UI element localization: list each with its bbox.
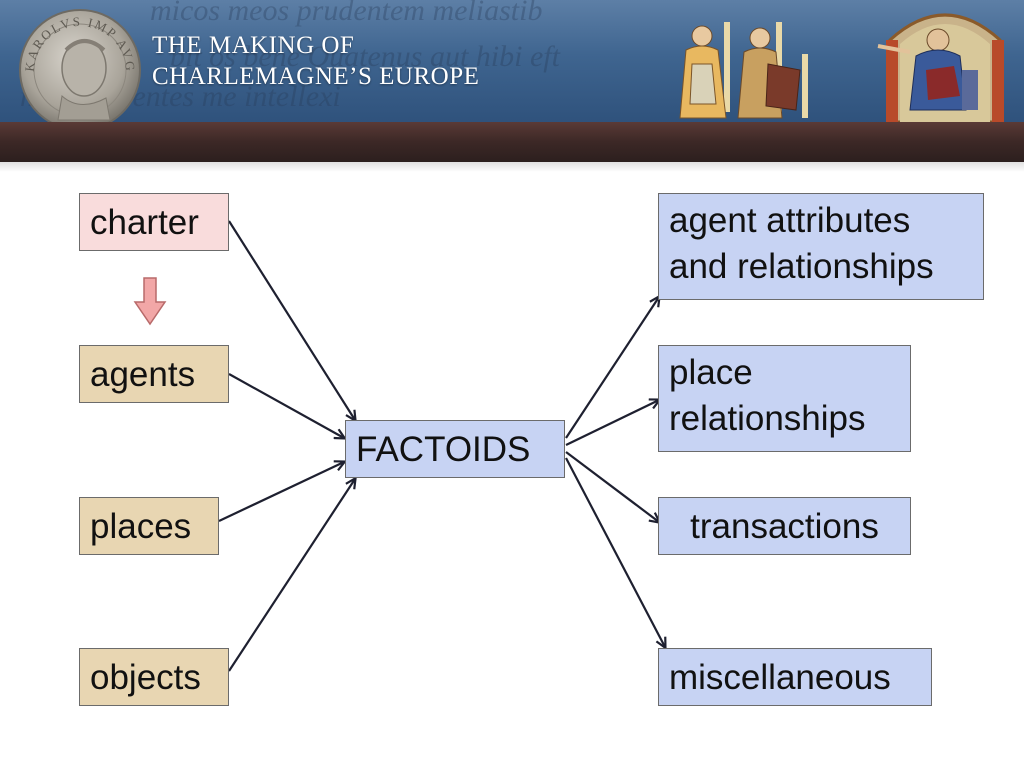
- manuscript-text: bit os bene Quatenus aut hibi eft: [170, 40, 560, 73]
- agent-attributes-line-1: agent attributes: [669, 201, 911, 240]
- agent-attributes-box: agent attributes and relationships: [658, 193, 984, 300]
- place-relationships-line-2: relationships: [669, 399, 866, 438]
- transactions-box: transactions: [658, 497, 911, 555]
- places-label: places: [90, 507, 192, 546]
- header-banner: micos meos prudentem meliastib bit os be…: [0, 0, 1024, 122]
- scholar-illustration-icon: [877, 13, 1004, 122]
- agents-box: agents: [79, 345, 229, 403]
- miscellaneous-box: miscellaneous: [658, 648, 932, 706]
- transactions-label: transactions: [690, 507, 879, 546]
- place-relationships-line-1: place: [669, 353, 753, 392]
- charter-box: charter: [79, 193, 229, 251]
- down-arrow-icon: [133, 277, 167, 326]
- arrow-agents-to-factoids: [228, 373, 344, 438]
- manuscript-text: micos meos prudentem meliastib: [150, 0, 543, 27]
- objects-label: objects: [90, 658, 201, 697]
- arrow-objects-to-factoids: [228, 479, 355, 672]
- arrow-factoids-to-transactions: [565, 451, 659, 522]
- factoids-label: FACTOIDS: [356, 430, 531, 469]
- objects-box: objects: [79, 648, 229, 706]
- arrow-factoids-to-miscellaneous: [565, 457, 665, 647]
- header-band: [0, 122, 1024, 162]
- banner-title: THE MAKING OF CHARLEMAGNE’S EUROPE: [152, 30, 479, 92]
- agents-label: agents: [90, 355, 196, 394]
- agent-attributes-line-2: and relationships: [669, 247, 934, 286]
- factoids-box: FACTOIDS: [345, 420, 565, 478]
- arrow-factoids-to-place-relationships: [565, 400, 659, 446]
- arrow-places-to-factoids: [218, 462, 344, 522]
- title-line-2: CHARLEMAGNE’S EUROPE: [152, 63, 480, 90]
- monks-illustration-icon: [679, 22, 808, 119]
- place-relationships-box: place relationships: [658, 345, 911, 452]
- charter-label: charter: [90, 203, 199, 242]
- arrow-factoids-to-agent-attributes: [565, 297, 659, 439]
- arrow-charter-to-factoids: [228, 220, 355, 420]
- places-box: places: [79, 497, 219, 555]
- miscellaneous-label: miscellaneous: [669, 658, 891, 697]
- header-shadow: [0, 162, 1024, 172]
- title-line-1: THE MAKING OF: [152, 32, 355, 59]
- charlemagne-coin-icon: KAROLVS IMP AVG: [19, 9, 141, 122]
